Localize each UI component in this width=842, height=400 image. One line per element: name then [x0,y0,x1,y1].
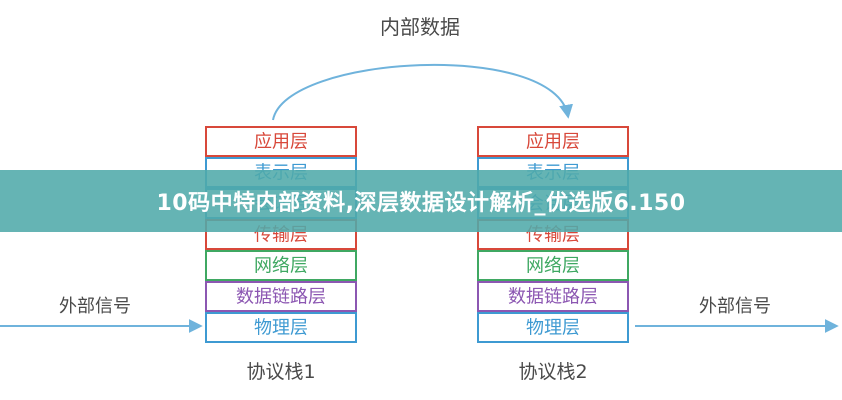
stack2-layer-box [477,126,629,157]
internal-data-label: 内部数据 [380,15,460,39]
stack1-layer-box [205,250,357,281]
stack1-layer-label: 网络层 [254,256,308,277]
stack1-layer-label: 物理层 [254,318,308,339]
title-banner: 10码中特内部资料,深层数据设计解析_优选版6.150 [0,170,842,232]
stack1-layer-box [205,312,357,343]
stack2-layer-label: 网络层 [526,256,580,277]
stack1-caption: 协议栈1 [246,361,315,383]
internal-data-arrow [272,63,573,121]
stack1-layer-box [205,281,357,312]
left-external-signal-label: 外部信号 [59,296,131,317]
stack2-layer-label: 数据链路层 [508,287,598,308]
banner-text: 10码中特内部资料,深层数据设计解析_优选版6.150 [156,191,686,216]
stack2-layer-box [477,250,629,281]
stack1-layer-label: 应用层 [254,132,308,153]
stack2-layer-label: 应用层 [526,132,580,153]
stack1-layer-label: 数据链路层 [236,287,326,308]
stack2-layer-box [477,281,629,312]
stack2-caption: 协议栈2 [518,361,587,383]
right-external-signal-label: 外部信号 [699,296,771,317]
stack1-layer-box [205,126,357,157]
stack2-layer-label: 物理层 [526,318,580,339]
stack2-layer-box [477,312,629,343]
